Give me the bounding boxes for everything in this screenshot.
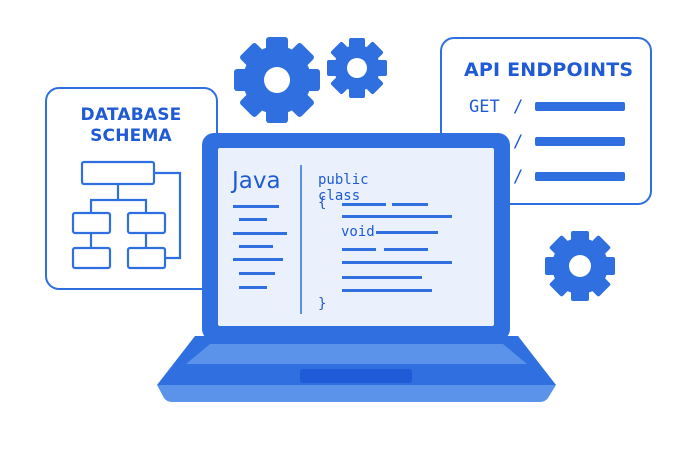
gear-icon-large [234,37,320,123]
sidebar-code-lines [233,205,287,289]
database-schema-title: DATABASE SCHEMA [47,105,215,147]
keyboard-area [186,344,527,364]
endpoint-slash: / [513,167,524,187]
code-lines [342,203,452,292]
endpoint-bar [535,137,625,146]
code-close-brace: } [318,296,327,312]
code-open-brace: { [318,195,327,211]
api-endpoints-title: API ENDPOINTS [464,59,634,81]
get-method-label: GET [469,97,500,117]
trackpad [300,369,412,383]
laptop-screen [218,148,494,326]
code-keyword-void: void [341,224,375,240]
database-title-line2: SCHEMA [90,126,172,146]
gear-icon-medium [327,38,387,98]
gear-icon-small [545,231,615,301]
endpoint-bar [535,172,625,181]
endpoint-slash: / [513,97,524,117]
laptop-front-edge [157,385,556,402]
schema-connectors [89,171,182,260]
database-title-line1: DATABASE [80,105,182,125]
endpoint-slash: / [513,132,524,152]
code-line-public-class: public class [318,172,369,204]
language-label: Java [232,168,281,194]
endpoint-bar [535,102,625,111]
